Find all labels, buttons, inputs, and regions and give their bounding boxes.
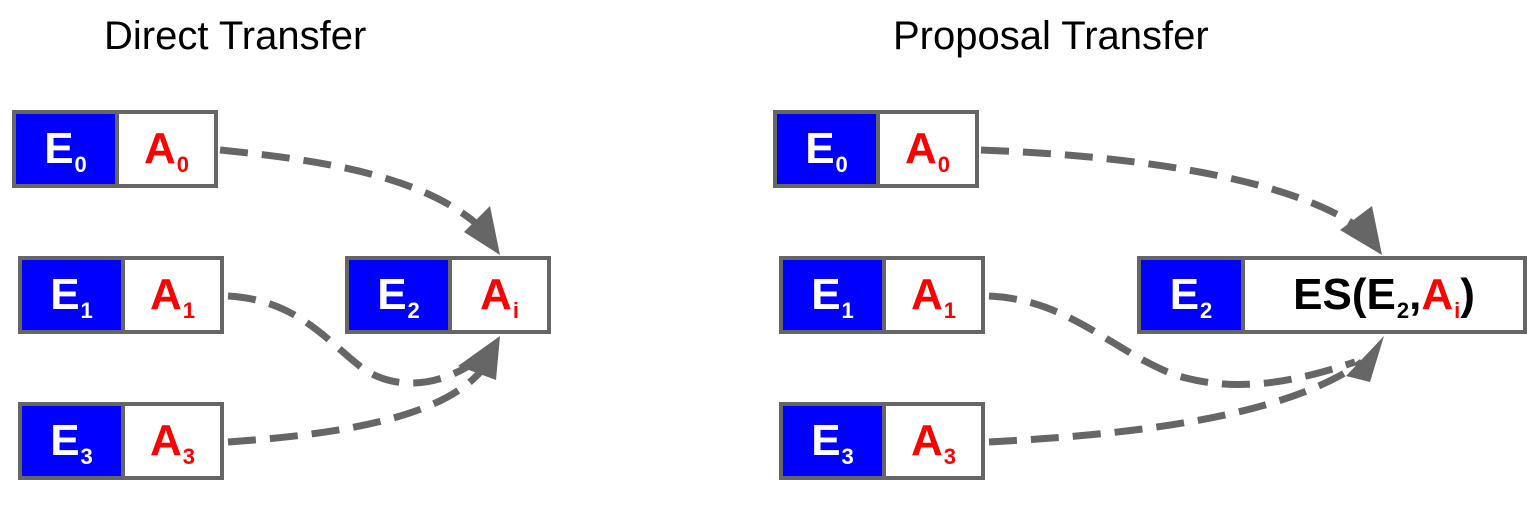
left-arrowhead-bottom: [458, 336, 500, 380]
left-arrowhead-top: [464, 206, 500, 255]
direct-transfer-title: Direct Transfer: [104, 14, 367, 58]
right-arrow-from-row-0: [980, 146, 1357, 228]
left-arrow-from-row-3: [227, 367, 485, 446]
left-arrow-from-row-1: [227, 292, 483, 387]
right-arrow-from-row-3: [988, 359, 1365, 446]
right-arrow-from-row-1: [988, 292, 1357, 388]
proposal-transfer-title: Proposal Transfer: [893, 14, 1209, 58]
right-arrowhead-bottom: [1346, 336, 1384, 382]
right-arrowhead-top: [1340, 206, 1382, 255]
left-arrow-from-row-0: [219, 146, 481, 228]
